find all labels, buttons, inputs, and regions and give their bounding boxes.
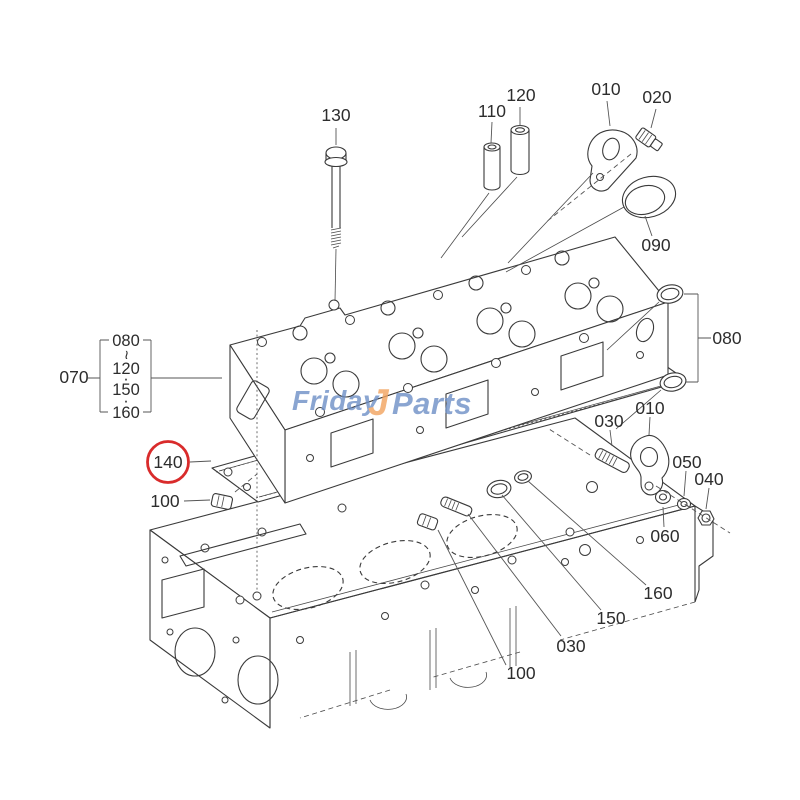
label-100-bottom: 100 [506, 663, 535, 683]
stud-030-mid [594, 448, 630, 474]
label-050: 050 [672, 452, 701, 472]
bracket-item-120: 120 [112, 360, 140, 378]
block-left-face [161, 523, 307, 705]
bracket-item-tilde: ~ [117, 350, 135, 360]
label-100-left: 100 [150, 491, 179, 511]
seal-160-on-block [514, 470, 532, 484]
label-090: 090 [641, 235, 670, 255]
label-070: 070 [59, 367, 88, 387]
label-060: 060 [650, 526, 679, 546]
bracket-separator-dot: · [123, 370, 129, 388]
bolt-100-left [210, 493, 234, 510]
seal-150-on-block [486, 479, 512, 499]
bracket-group-list: 080 ~ 120 · 150 · 160 [112, 332, 140, 422]
leader-lines [88, 100, 731, 666]
head-bolt-130 [324, 146, 348, 249]
label-020: 020 [642, 87, 671, 107]
valve-guide-110 [483, 142, 501, 191]
label-030-mid: 030 [594, 411, 623, 431]
cylinder-bores [272, 514, 518, 610]
watermark-swoosh: J [368, 382, 390, 423]
highlight-circle-140 [146, 440, 190, 484]
bracket-item-160: 160 [112, 404, 140, 422]
stud-030-on-block [440, 496, 473, 517]
label-150-bottom: 150 [596, 608, 625, 628]
bracket-item-150: 150 [112, 381, 140, 399]
nut-040 [697, 510, 715, 526]
callout-labels: 130 110 120 010 020 090 080 070 140 100 … [59, 79, 741, 683]
watermark-text-right: Parts [392, 386, 472, 421]
hanger-plate-010-mid [630, 434, 670, 496]
watermark: Friday J Parts [292, 382, 472, 423]
label-040: 040 [694, 469, 723, 489]
hanger-plate-010-top [587, 129, 638, 192]
label-030-bottom: 030 [556, 636, 585, 656]
spring-washer-050 [676, 497, 692, 511]
label-080-right: 080 [712, 328, 741, 348]
bracket-item-080: 080 [112, 332, 140, 350]
label-120: 120 [506, 85, 535, 105]
washer-060 [654, 489, 672, 505]
cap-090 [621, 175, 677, 219]
label-110: 110 [478, 101, 506, 121]
bracket-separator-dot: · [123, 392, 129, 410]
cylinder-head [229, 236, 669, 504]
plug-020 [635, 127, 663, 152]
head-front-ports [236, 317, 655, 468]
label-160-bottom: 160 [643, 583, 672, 603]
valve-guide-120 [510, 124, 530, 176]
label-010-top: 010 [591, 79, 620, 99]
watermark-text-left: Friday [292, 385, 380, 416]
head-valve-ports [257, 250, 624, 417]
label-010-mid: 010 [635, 398, 664, 418]
seal-ring-080-lower [659, 372, 687, 392]
label-140: 140 [153, 452, 182, 472]
block-front-face [296, 536, 644, 710]
bolt-100-on-block [416, 513, 439, 531]
label-130: 130 [321, 105, 350, 125]
seal-ring-080-upper [656, 284, 684, 304]
